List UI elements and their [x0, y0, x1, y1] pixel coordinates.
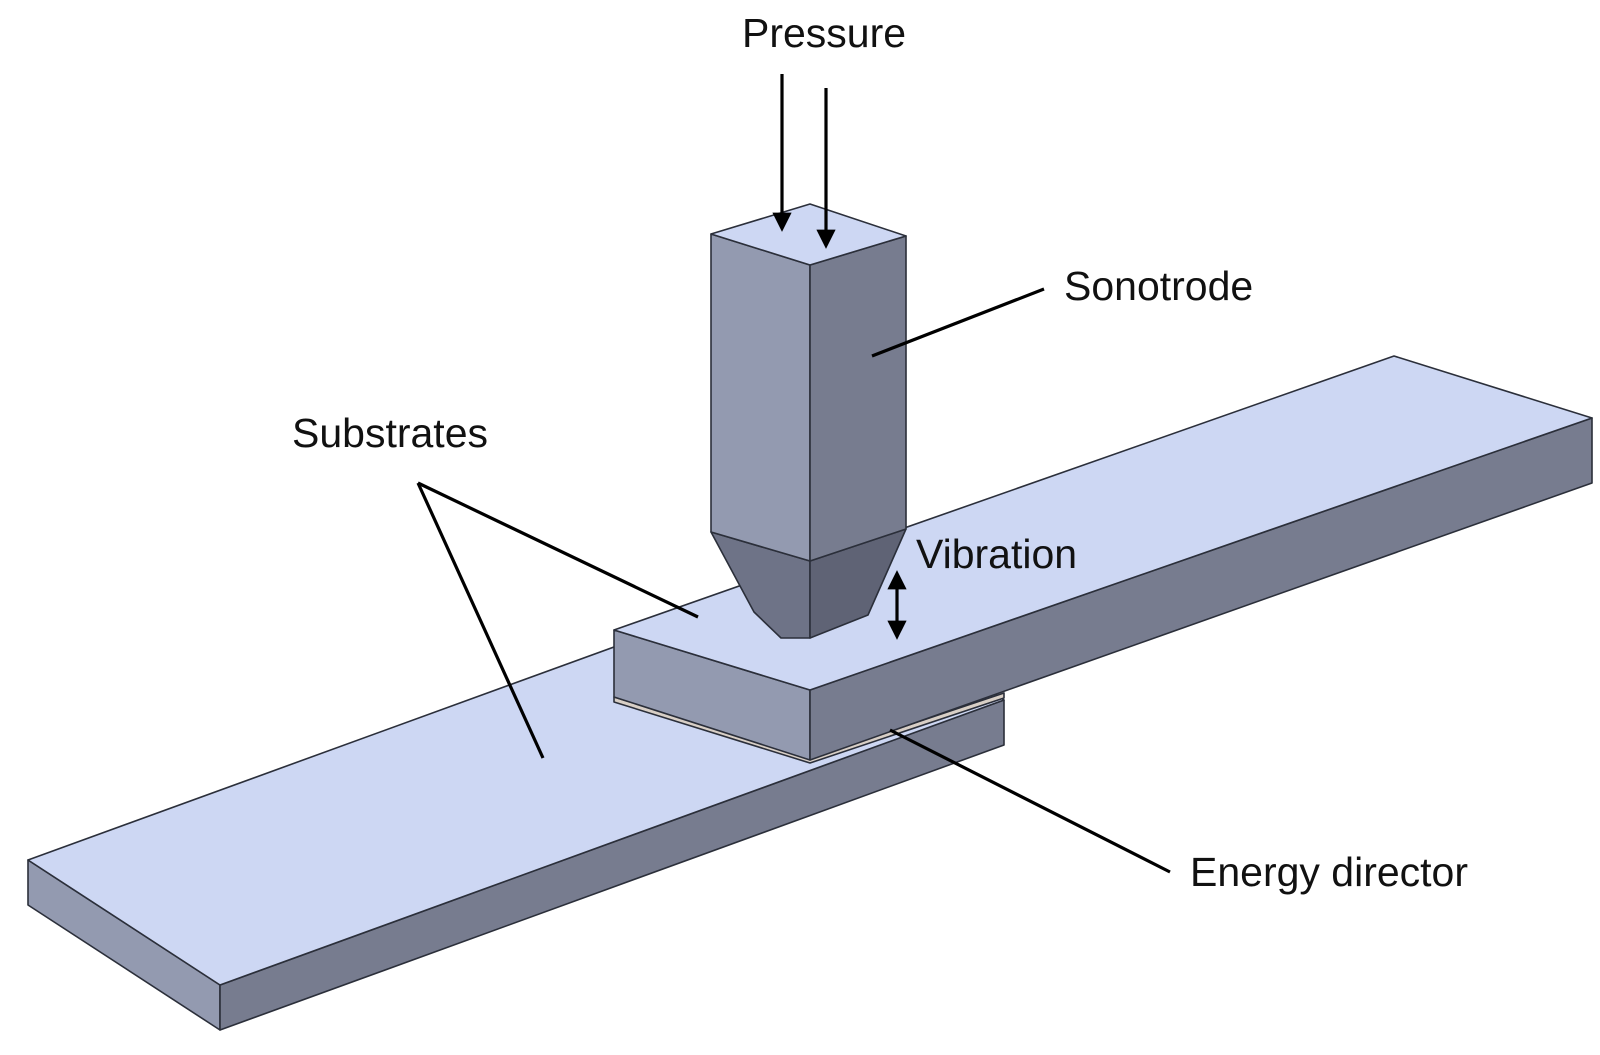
sonotrode-label: Sonotrode: [1064, 263, 1253, 309]
sonotrode-leader-line: [871, 287, 1045, 358]
pressure-arrows: [772, 74, 836, 249]
energy-director-leader-line: [889, 728, 1171, 874]
pressure-label: Pressure: [742, 10, 906, 56]
substrates-label: Substrates: [292, 410, 488, 456]
substrates-leader-line-lower: [416, 482, 545, 759]
substrates-leader-line-upper: [417, 481, 699, 619]
sonotrode-left-face: [710, 233, 811, 562]
sonotrode: [710, 203, 907, 639]
vibration-label: Vibration: [916, 531, 1077, 577]
sonotrode-right-face: [809, 235, 907, 562]
energy-director-label: Energy director: [1190, 849, 1468, 895]
